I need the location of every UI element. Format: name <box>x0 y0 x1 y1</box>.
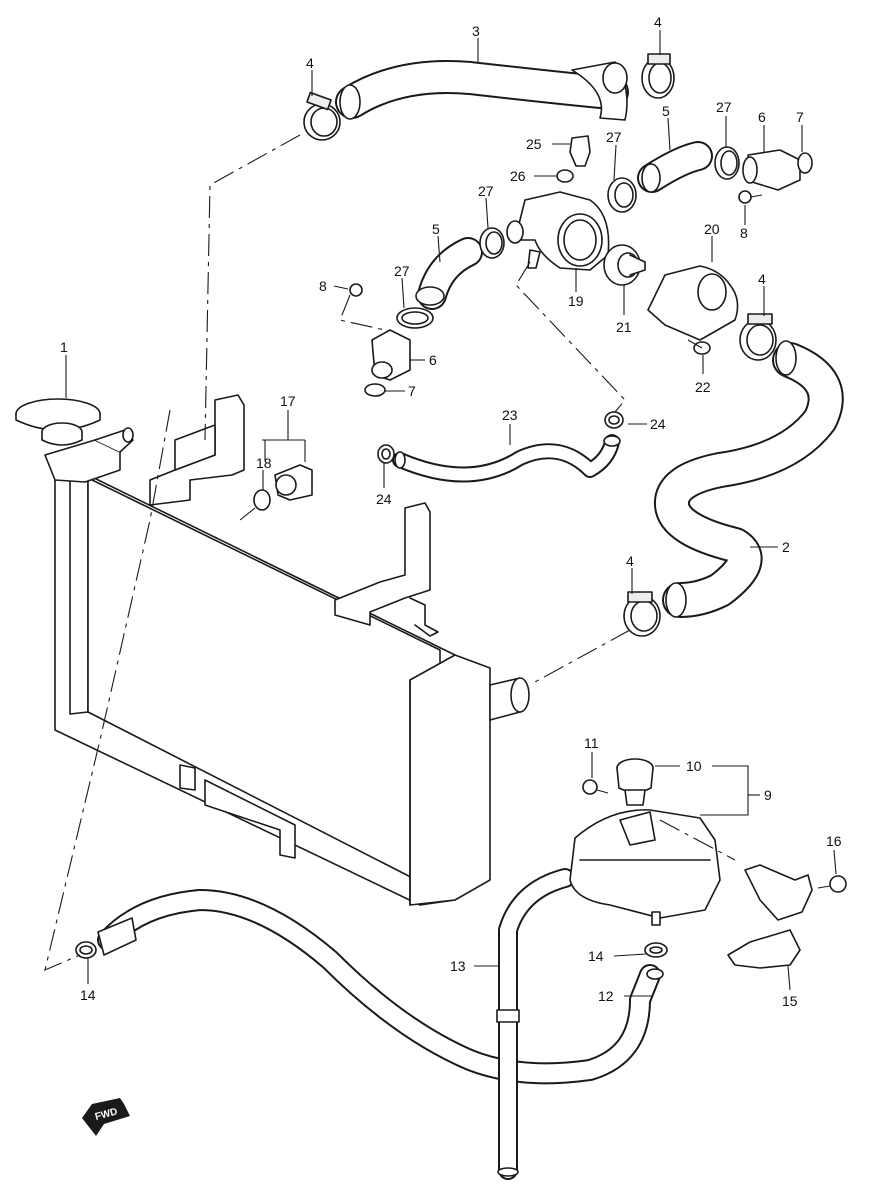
radiator-cap <box>15 398 101 446</box>
callout-leaders <box>65 30 837 997</box>
fitting-6-upper <box>742 149 801 191</box>
bracket-15 <box>727 864 813 969</box>
hose-lower-return <box>97 889 664 1085</box>
callout-23: 23 <box>502 407 518 423</box>
callout-17: 17 <box>280 393 296 409</box>
callout-24a: 24 <box>376 491 392 507</box>
callout-15: 15 <box>782 993 798 1009</box>
callout-27c: 27 <box>478 183 494 199</box>
o-ring-7-upper <box>797 152 813 174</box>
callout-27b: 27 <box>716 99 732 115</box>
fitting-6-lower <box>371 329 411 381</box>
screw-22 <box>687 339 711 355</box>
callout-11: 11 <box>584 735 599 751</box>
bolt-16 <box>817 875 847 893</box>
hose-clamp-24b <box>604 411 624 429</box>
forward-direction-badge: FWD <box>82 1098 130 1136</box>
callout-18: 18 <box>256 455 272 471</box>
callout-7b: 7 <box>408 383 416 399</box>
o-ring-18 <box>253 489 271 511</box>
hose-2-radiator-upper <box>654 340 844 618</box>
hose-clamp-4c <box>739 313 777 361</box>
callout-6b: 6 <box>429 352 437 368</box>
callout-16: 16 <box>826 833 842 849</box>
callout-4a: 4 <box>654 14 662 30</box>
callout-5b: 5 <box>432 221 440 237</box>
callout-8b: 8 <box>740 225 748 241</box>
hose-clamp-27a <box>479 227 505 259</box>
hose-5-lower <box>415 237 483 310</box>
callout-2: 2 <box>782 539 790 555</box>
callout-5a: 5 <box>662 103 670 119</box>
callout-4c: 4 <box>758 271 766 287</box>
bolt-11 <box>582 779 609 795</box>
hose-clamp-27d <box>396 307 434 329</box>
callout-12: 12 <box>598 988 614 1004</box>
callout-25: 25 <box>526 136 542 152</box>
thermostat <box>603 244 646 286</box>
hose-clamp-4d <box>623 591 661 637</box>
callout-6a: 6 <box>758 109 766 125</box>
hose-clamp-27b <box>607 177 637 213</box>
callout-8a: 8 <box>319 278 327 294</box>
hose-13-overflow <box>496 868 575 1180</box>
callout-26: 26 <box>510 168 526 184</box>
hose-clamp-4a <box>303 91 341 141</box>
bolt-8-upper <box>738 190 763 204</box>
assembly-lines <box>44 134 736 971</box>
hose-clamp-27c <box>714 146 740 180</box>
callout-4b: 4 <box>306 55 314 71</box>
callout-20: 20 <box>704 221 720 237</box>
reservoir-tank <box>569 809 721 926</box>
thermostat-housing <box>506 191 610 271</box>
thermostat-cover <box>647 265 739 341</box>
callout-10: 10 <box>686 758 702 774</box>
hose-clamp-4b <box>641 53 675 99</box>
callout-27a: 27 <box>606 129 622 145</box>
hose-clamp-24a <box>377 444 395 464</box>
callout-4d: 4 <box>626 553 634 569</box>
washer-26 <box>556 169 574 183</box>
callout-3: 3 <box>472 23 480 39</box>
hose-23-bypass <box>392 434 621 483</box>
callout-9: 9 <box>764 787 772 803</box>
callout-numbers: 1 2 3 4 4 4 4 5 5 6 6 7 7 8 8 9 10 11 12… <box>60 14 842 1009</box>
callout-19: 19 <box>568 293 584 309</box>
hose-clamp-14b <box>644 942 668 958</box>
hose-5-upper <box>637 141 713 193</box>
reservoir-cap-10 <box>616 758 654 806</box>
fan-switch-17 <box>274 464 313 501</box>
callout-13: 13 <box>450 958 466 974</box>
callout-21: 21 <box>616 319 632 335</box>
callout-14a: 14 <box>80 987 96 1003</box>
o-ring-7-lower <box>364 383 386 397</box>
bolt-8-lower <box>349 283 363 297</box>
callout-22: 22 <box>695 379 711 395</box>
callout-24b: 24 <box>650 416 666 432</box>
callout-7a: 7 <box>796 109 804 125</box>
temp-sensor-25 <box>569 135 591 167</box>
hose-clamp-14a <box>75 941 97 959</box>
callout-14b: 14 <box>588 948 604 964</box>
callout-27d: 27 <box>394 263 410 279</box>
callout-1: 1 <box>60 339 68 355</box>
hose-3-upper <box>335 60 629 121</box>
